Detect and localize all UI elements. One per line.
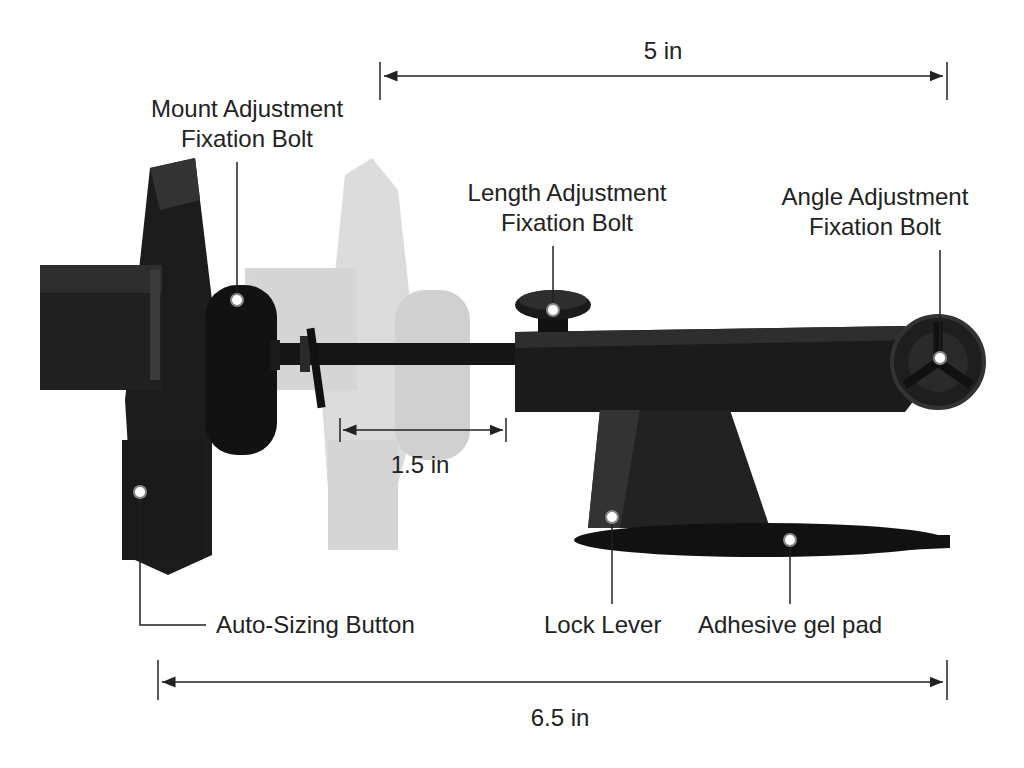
callout-label: Lock Lever: [544, 610, 684, 640]
base-disc: [574, 523, 946, 557]
outer-arm: [515, 326, 945, 412]
dimension-label: 1.5 in: [365, 450, 475, 480]
dimension-label: 6.5 in: [490, 703, 630, 733]
callout-label: Angle Adjustment Fixation Bolt: [750, 182, 1000, 242]
callout-label: Adhesive gel pad: [698, 610, 928, 640]
cradle-front: [40, 265, 162, 390]
callout-label: Auto-Sizing Button: [216, 610, 476, 640]
ball-housing: [205, 285, 277, 455]
callout-label: Length Adjustment Fixation Bolt: [442, 178, 692, 238]
callout-label: Mount Adjustment Fixation Bolt: [122, 94, 372, 154]
base-pillar: [588, 410, 770, 528]
callout-dots: [134, 294, 946, 546]
dimension-lines: [158, 62, 947, 700]
dimension-label: 5 in: [593, 36, 733, 66]
angle-knob: [892, 316, 984, 408]
